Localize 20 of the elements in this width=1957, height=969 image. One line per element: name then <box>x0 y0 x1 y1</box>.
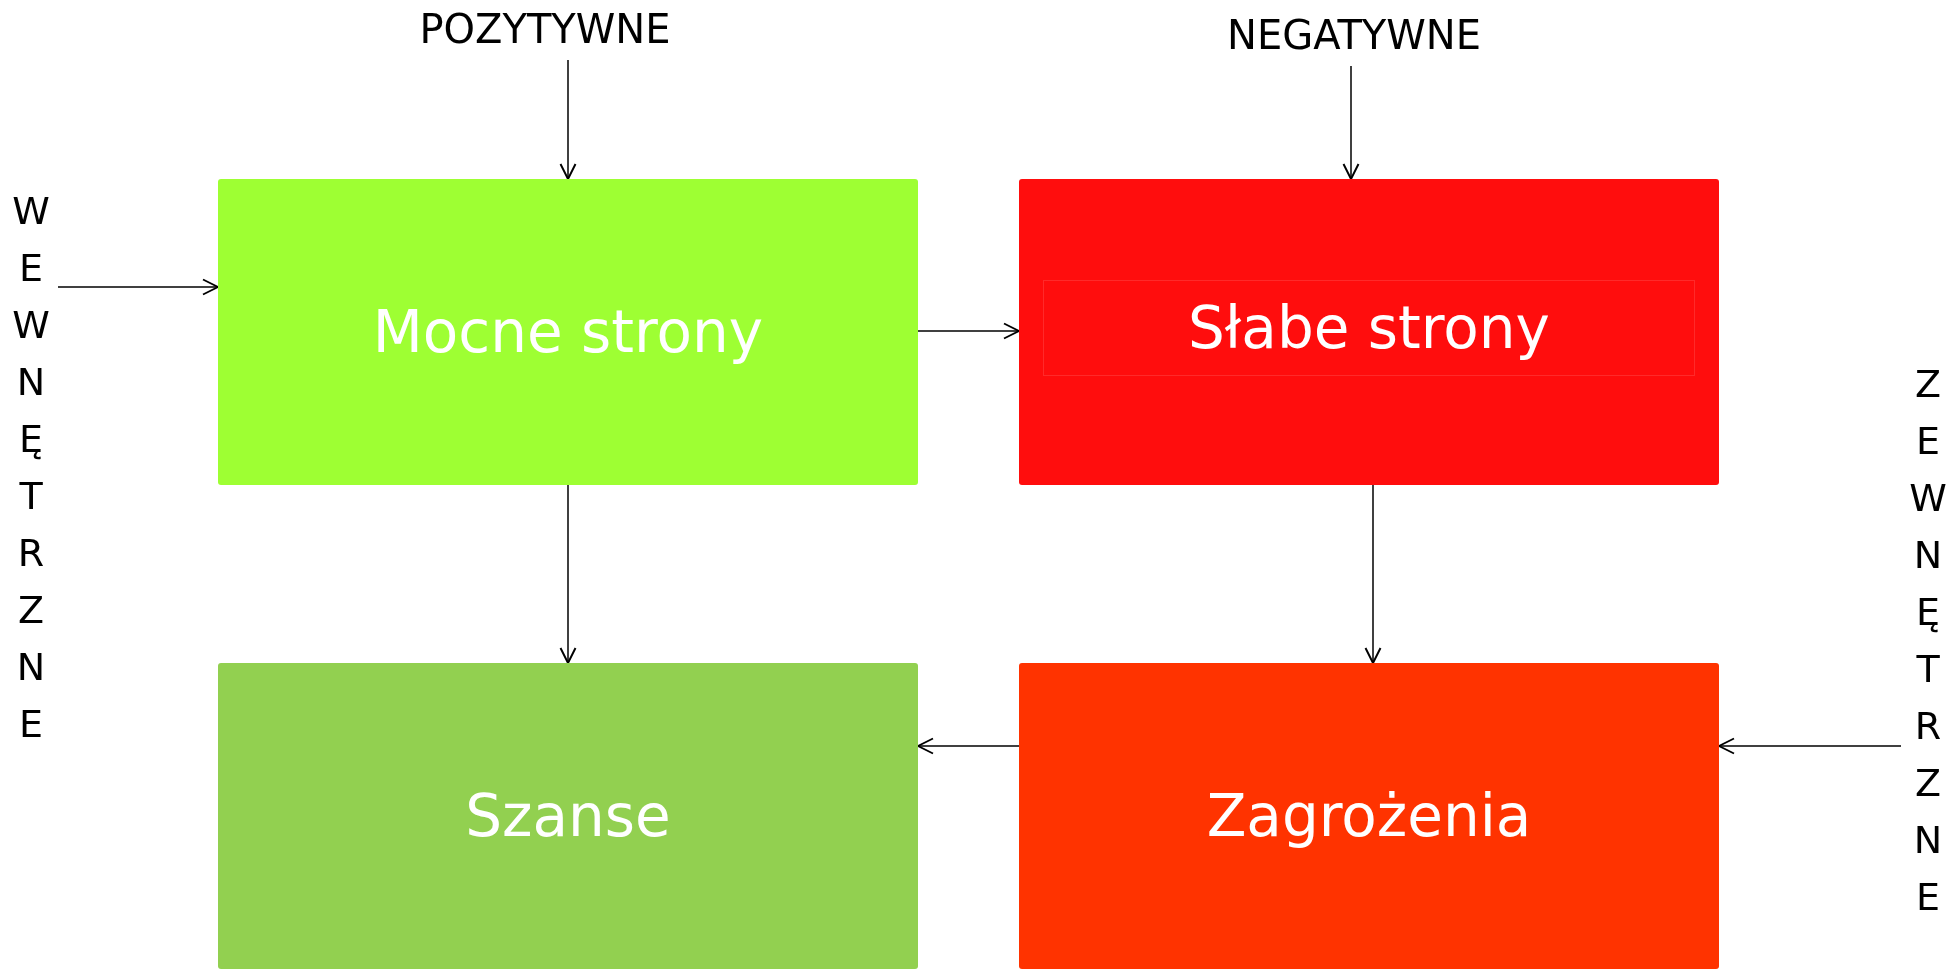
quadrant-title: Zagrożenia <box>1206 782 1532 850</box>
axis-label: WEWNĘTRZNE <box>12 183 50 753</box>
axis-label: POZYTYWNE <box>395 6 695 52</box>
quadrant-box <box>1019 663 1719 969</box>
quadrant-title: Słabe strony <box>1188 294 1550 362</box>
arrow <box>917 322 1020 340</box>
quadrant-title: Szanse <box>465 782 671 850</box>
quadrant-box <box>218 179 918 485</box>
quadrant-title: Mocne strony <box>372 298 764 366</box>
arrow <box>559 59 577 180</box>
arrow <box>57 278 219 296</box>
arrow <box>1364 484 1382 664</box>
axis-label: NEGATYWNE <box>1204 12 1504 58</box>
axis-label: ZEWNĘTRZNE <box>1909 356 1947 926</box>
quadrant-box <box>1019 179 1719 485</box>
arrow <box>917 737 1020 755</box>
arrow <box>1342 65 1360 180</box>
arrow <box>1718 737 1902 755</box>
quadrant-box <box>218 663 918 969</box>
arrow <box>559 484 577 664</box>
